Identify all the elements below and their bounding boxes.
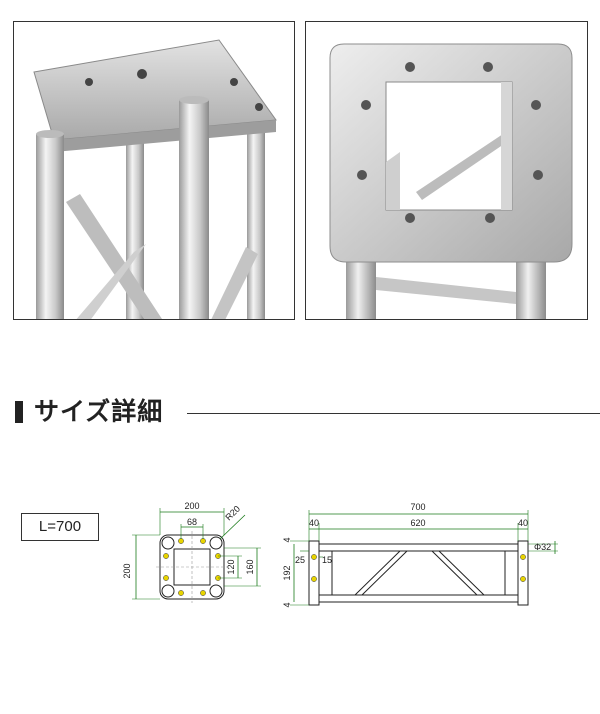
dim-tube-diameter: Φ32 (534, 542, 551, 552)
dim-hole-spacing: 68 (187, 517, 197, 527)
dim-height: 200 (122, 563, 132, 578)
dim-middle: 620 (410, 518, 425, 528)
end-view-drawing: 200 68 R20 200 120 160 (122, 501, 261, 603)
dim-left-end: 40 (309, 518, 319, 528)
heading-bar (15, 401, 23, 423)
dim-bottom-offset: 4 (282, 602, 292, 607)
section-heading: サイズ詳細 (15, 394, 600, 434)
dim-radius: R20 (223, 504, 242, 523)
dim-15: 15 (322, 555, 332, 565)
technical-drawings: 200 68 R20 200 120 160 (122, 501, 558, 608)
truss-top-photo (305, 21, 588, 320)
truss-side-photo (13, 21, 295, 320)
side-view-drawing: 700 40 620 40 192 4 4 25 15 Φ32 (282, 502, 558, 608)
dim-height: 192 (282, 565, 292, 580)
dim-25: 25 (295, 555, 305, 565)
dim-inner-spacing: 120 (226, 559, 236, 574)
dim-width: 200 (184, 501, 199, 511)
heading-rule (187, 413, 600, 414)
dim-outer-spacing: 160 (245, 559, 255, 574)
section-title: サイズ詳細 (34, 397, 164, 426)
dim-total-length: 700 (410, 502, 425, 512)
length-label: L=700 (21, 513, 99, 541)
dim-right-end: 40 (518, 518, 528, 528)
dim-top-offset: 4 (282, 537, 292, 542)
